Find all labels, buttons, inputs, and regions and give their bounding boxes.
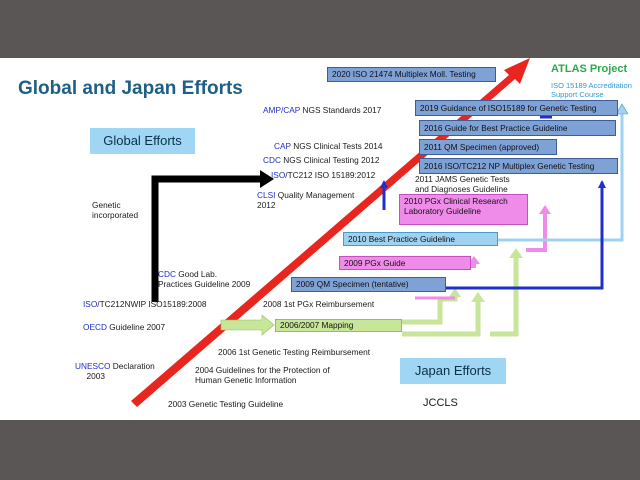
pink-arrowhead-2: [539, 205, 551, 214]
box-2011-qm-approved: 2011 QM Specimen (approved): [419, 139, 557, 155]
label-genetic-testing-2003: 2003 Genetic Testing Guideline: [168, 399, 284, 409]
box-2010-pgx: 2010 PGx Clinical Research Laboratory Gu…: [399, 194, 528, 225]
label-jccls: JCCLS: [423, 397, 458, 409]
page-title: Global and Japan Efforts: [18, 78, 243, 99]
box-2016-tc212: 2016 ISO/TC212 NP Multiplex Genetic Test…: [419, 158, 618, 174]
box-2009-pgx-guide: 2009 PGx Guide: [339, 256, 471, 270]
org-cdc: CDC: [263, 155, 281, 165]
lightblue-connector: [498, 112, 624, 242]
label-oecd-2007: OECD Guideline 2007: [83, 322, 166, 332]
box-2006-2007-mapping: 2006/2007 Mapping: [275, 319, 402, 332]
navy-arrow-qm: [446, 180, 606, 290]
green-arrowhead-1: [449, 288, 461, 297]
lightblue-arrowhead: [615, 103, 629, 115]
mapping-arrow-left: [220, 314, 275, 336]
org-ampcap: AMP/CAP: [263, 105, 301, 115]
org-cap: CAP: [274, 141, 291, 151]
org-oecd: OECD: [83, 322, 107, 332]
label-iso-2012: ISO/TC212 ISO 15189:2012: [271, 170, 376, 180]
label-cdc-2009: CDC Good Lab.Practices Guideline 2009: [158, 269, 251, 289]
label-iso-2008: ISO/TC212NWIP ISO15189:2008: [83, 299, 207, 309]
org-clsi: CLSI: [257, 190, 276, 200]
box-2016-best-practice: 2016 Guide for Best Practice Guideline: [419, 120, 616, 136]
box-2020-iso21474: 2020 ISO 21474 Multiplex Moll. Testing: [327, 67, 496, 82]
org-unesco: UNESCO: [75, 361, 111, 371]
atlas-project-logo: ATLAS Project: [551, 63, 628, 75]
label-cap-2014: CAP NGS Clinical Tests 2014: [274, 141, 383, 151]
label-cdc-2012: CDC NGS Clinical Testing 2012: [263, 155, 380, 165]
slide: Global and Japan Efforts ATLAS Project I…: [0, 58, 640, 420]
atlas-subtitle: ISO 15189 Accreditation Support Course: [551, 81, 632, 99]
box-2009-qm-tentative: 2009 QM Specimen (tentative): [291, 277, 446, 292]
label-pgx-reimbursement-2008: 2008 1st PGx Reimbursement: [263, 299, 375, 309]
green-connector-2: [402, 300, 481, 337]
org-iso-2008: ISO: [83, 299, 98, 309]
org-iso: ISO: [271, 170, 286, 180]
green-connector-3: [490, 256, 519, 337]
label-ampcap-2017: AMP/CAP NGS Standards 2017: [263, 105, 382, 115]
org-cdc-2009: CDC: [158, 269, 176, 279]
green-arrowhead-3: [509, 248, 523, 258]
bottom-band: [0, 420, 640, 480]
top-band: [0, 0, 640, 58]
black-arrow: [151, 175, 262, 302]
label-unesco-2003: UNESCO Declaration 2003: [75, 361, 155, 381]
japan-efforts-header: Japan Efforts: [400, 358, 506, 384]
green-arrowhead-2: [471, 292, 485, 302]
box-2010-best-practice: 2010 Best Practice Guideline: [343, 232, 498, 246]
pink-connector-2: [526, 212, 547, 252]
box-2019-iso15189-genetic: 2019 Guidance of ISO15189 for Genetic Te…: [415, 100, 618, 116]
label-genetic-reimbursement-2006: 2006 1st Genetic Testing Reimbursement: [218, 347, 371, 357]
pink-arrowhead-1: [468, 256, 480, 264]
black-arrowhead: [260, 170, 274, 188]
green-connector: [402, 296, 458, 325]
global-efforts-header: Global Efforts: [90, 128, 195, 154]
